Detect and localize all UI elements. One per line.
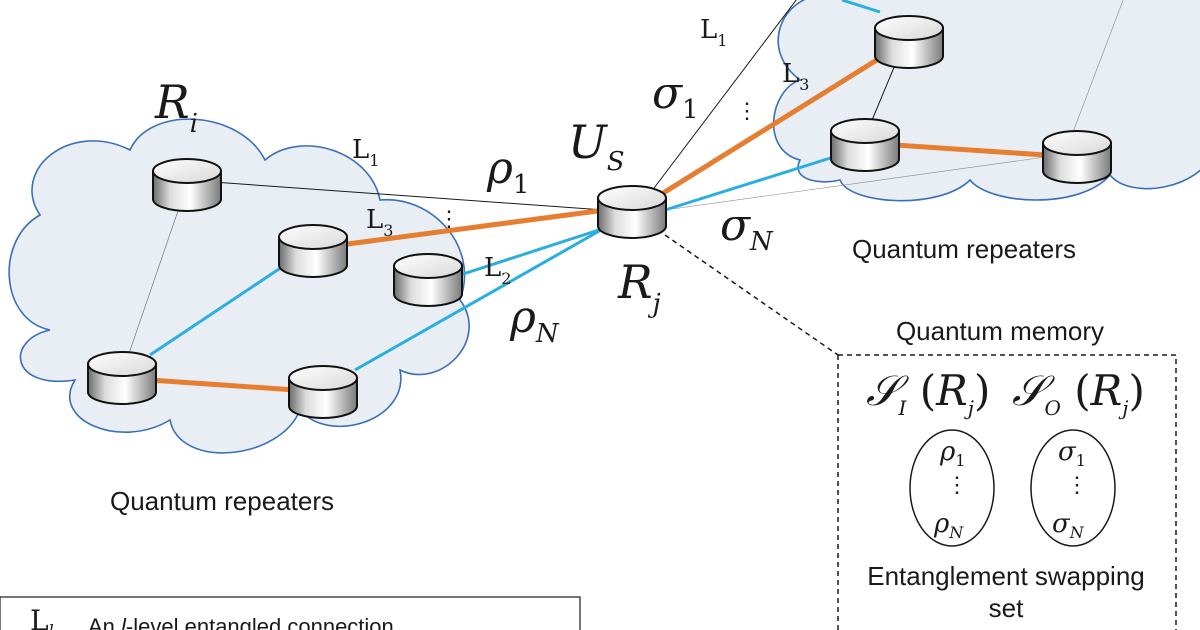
link-dots-right: ⋮ [736,99,758,124]
thin-links [124,0,1124,366]
left-cloud-caption: Quantum repeaters [110,486,334,516]
repeater-left-4 [87,351,157,405]
node-label-rj: Rj [617,255,661,319]
legend-text: An l-level entangled connection [88,614,394,630]
link-label-right-l3: L3 [782,59,809,94]
swapping-caption-line1: Entanglement swapping [867,561,1145,591]
node-label-us: US [568,115,625,177]
outgoing-set-ellipse [1030,429,1116,547]
link-label-sigmaN: σN [720,200,774,257]
link-label-rho1: ρ1 [486,143,529,200]
orange-links [147,55,1048,393]
link-label-left-l3: L3 [366,205,393,240]
outgoing-set-label: 𝒮O (Rj) [1012,366,1145,420]
link-label-rhoN: ρN [509,292,560,349]
right-repeater-cloud [772,0,1200,202]
blue-links [149,153,841,372]
incoming-set-label: 𝒮I (Rj) [866,366,990,420]
repeater-rj-user [597,185,667,239]
repeater-left-2 [278,224,348,278]
link-label-sigma1: σ1 [652,68,699,125]
outgoing-set-top: σ1 [1058,437,1086,470]
link-dots-left: ⋮ [438,207,460,232]
link-label-right-l1: L1 [700,15,727,50]
link-label-left-l1: L1 [352,135,379,170]
memory-title: Quantum memory [896,316,1104,346]
outgoing-set-dots: ⋮ [1066,473,1088,498]
memory-connector [664,234,839,356]
repeater-right-2 [830,118,900,172]
quantum-memory-box [837,354,1177,630]
link-label-left-l2: L2 [484,253,511,288]
repeater-right-3 [1042,130,1112,184]
incoming-set-top: ρ1 [939,437,965,470]
incoming-set-dots: ⋮ [946,473,968,498]
legend-box [0,596,581,630]
repeater-left-3 [393,253,463,307]
repeater-ri [152,158,222,212]
incoming-set-ellipse [909,429,995,547]
repeater-right-1 [874,15,944,69]
right-cloud-caption: Quantum repeaters [852,234,1076,264]
repeater-left-5 [288,365,358,419]
swapping-caption-line2: set [989,593,1024,623]
incoming-set-bottom: ρN [933,509,964,542]
legend-symbol: Ll [30,604,54,630]
node-label-ri: Ri [154,75,198,139]
outgoing-set-bottom: σN [1052,509,1085,542]
